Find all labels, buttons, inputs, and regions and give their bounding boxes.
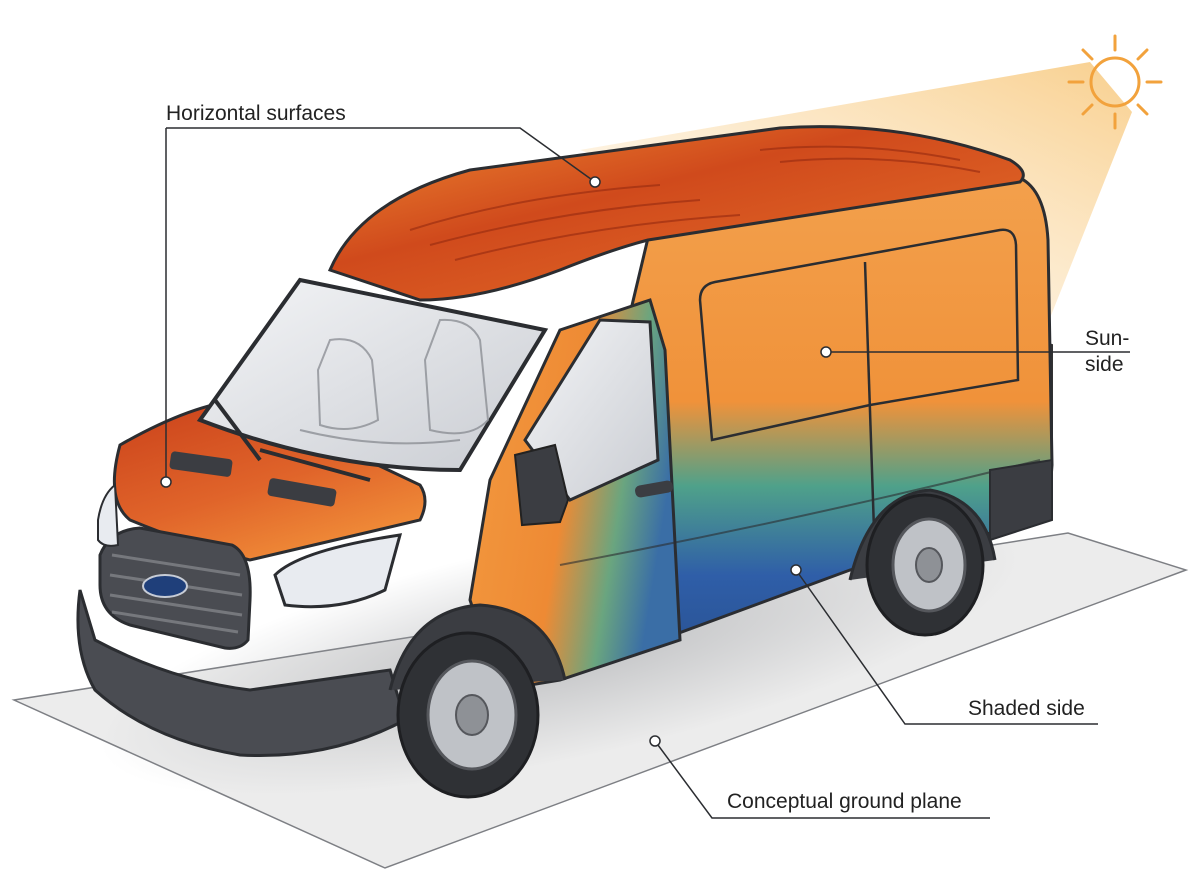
label-sun-side-line1: Sun-	[1085, 327, 1130, 350]
van-hood	[112, 398, 427, 562]
headlight-right	[273, 533, 403, 609]
roof-ribs	[409, 145, 981, 261]
door-seam	[863, 261, 877, 561]
hood-vent-right	[267, 478, 337, 507]
front-wheel	[396, 631, 540, 799]
side-mirror	[513, 443, 570, 527]
label-shaded-side: Shaded side	[968, 697, 1085, 720]
leader-horizontal-roof	[166, 127, 596, 183]
sun-icon	[1067, 34, 1163, 130]
leader-ground	[654, 740, 990, 819]
rear-bumper	[989, 458, 1053, 542]
wiper-right	[259, 448, 371, 482]
van-roof	[327, 125, 1025, 302]
dot-shaded-side	[790, 564, 802, 576]
label-sun-side: Sun- side	[1085, 326, 1129, 378]
headlight-left	[97, 483, 120, 547]
label-sun-side-line2: side	[1085, 353, 1124, 376]
badge-logo	[142, 574, 188, 598]
dot-roof	[589, 176, 601, 188]
body-crease	[559, 459, 1041, 566]
front-bumper	[76, 589, 407, 758]
cabin-seats	[299, 318, 490, 445]
door-handle	[635, 480, 673, 498]
label-ground-plane: Conceptual ground plane	[727, 790, 962, 813]
callout-lines	[165, 127, 1130, 819]
dot-ground	[649, 735, 661, 747]
leader-shaded-side	[795, 569, 1098, 725]
callout-dots	[160, 176, 832, 747]
wiper-left	[213, 398, 262, 462]
rear-wheel	[865, 493, 985, 637]
dot-hood	[160, 476, 172, 488]
cargo-window-outline	[698, 228, 1020, 442]
hood-vent-left	[169, 451, 233, 477]
dot-sun-side	[820, 346, 832, 358]
label-horizontal-surfaces: Horizontal surfaces	[166, 102, 346, 125]
